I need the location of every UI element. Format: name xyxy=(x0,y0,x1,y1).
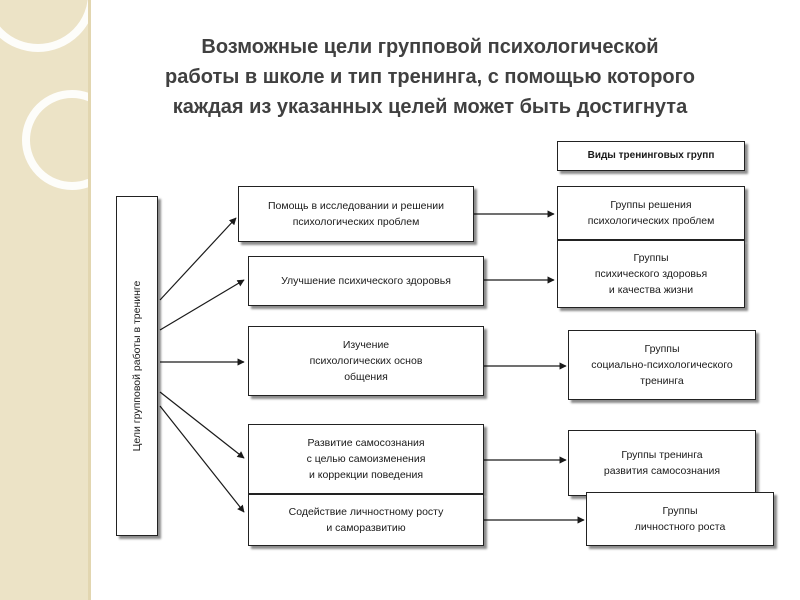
group-box-personal-growth: Группы личностного роста xyxy=(586,492,774,546)
goal-text: Изучение xyxy=(342,339,390,351)
group-text: тренинга xyxy=(640,375,684,387)
goal-text: с целью самоизменения xyxy=(306,453,426,465)
group-text: и качества жизни xyxy=(608,284,694,296)
goal-text: психологических основ xyxy=(309,355,423,367)
arrow-goal-5 xyxy=(159,405,245,513)
arrow-goal-2 xyxy=(159,279,245,331)
arrow-goal-4 xyxy=(159,391,245,459)
group-text: развития самосознания xyxy=(603,465,721,477)
arrow-goal-1 xyxy=(159,217,237,301)
title-line: Возможные цели групповой психологической xyxy=(201,36,659,58)
training-groups-header: Виды тренинговых групп xyxy=(557,141,745,171)
header-label: Виды тренинговых групп xyxy=(587,150,715,161)
goals-vertical-box: Цели групповой работы в тренинге xyxy=(116,196,158,536)
goal-box-personal-growth: Содействие личностному росту и саморазви… xyxy=(248,494,484,546)
goal-text: Помощь в исследовании и решении xyxy=(267,200,445,212)
group-box-mental-health: Группы психического здоровья и качества … xyxy=(557,240,745,308)
goal-text: Содействие личностному росту xyxy=(288,506,444,518)
goal-box-communication: Изучение психологических основ общения xyxy=(248,326,484,396)
goal-box-problem-solving: Помощь в исследовании и решении психолог… xyxy=(238,186,474,242)
goal-text: общения xyxy=(344,371,388,383)
group-text: Группы тренинга xyxy=(621,449,703,461)
page-title: Возможные цели групповой психологической… xyxy=(120,32,740,122)
group-text: Группы xyxy=(662,505,698,517)
group-text: психического здоровья xyxy=(594,268,708,280)
group-text: социально-психологического xyxy=(591,359,733,371)
group-text: Группы решения xyxy=(610,199,692,211)
goal-text: и коррекции поведения xyxy=(308,469,424,481)
goal-box-self-awareness: Развитие самосознания с целью самоизмене… xyxy=(248,424,484,494)
group-box-problem-solving: Группы решения психологических проблем xyxy=(557,186,745,240)
decorative-circles xyxy=(0,0,88,190)
group-text: психологических проблем xyxy=(587,215,715,227)
goal-text: Улучшение психического здоровья xyxy=(281,275,451,287)
goals-vertical-label: Цели групповой работы в тренинге xyxy=(131,280,143,452)
goal-box-mental-health: Улучшение психического здоровья xyxy=(248,256,484,306)
group-text: личностного роста xyxy=(634,521,726,533)
goal-text: Развитие самосознания xyxy=(307,437,425,449)
title-line: каждая из указанных целей может быть дос… xyxy=(172,96,688,118)
goal-text: психологических проблем xyxy=(292,216,420,228)
goal-text: и саморазвитию xyxy=(326,522,406,534)
title-line: работы в школе и тип тренинга, с помощью… xyxy=(165,66,695,88)
group-text: Группы xyxy=(633,252,669,264)
group-text: Группы xyxy=(644,343,680,355)
group-box-self-awareness: Группы тренинга развития самосознания xyxy=(568,430,756,496)
decorative-sidebar xyxy=(0,0,91,600)
group-box-social-psych: Группы социально-психологического тренин… xyxy=(568,330,756,400)
